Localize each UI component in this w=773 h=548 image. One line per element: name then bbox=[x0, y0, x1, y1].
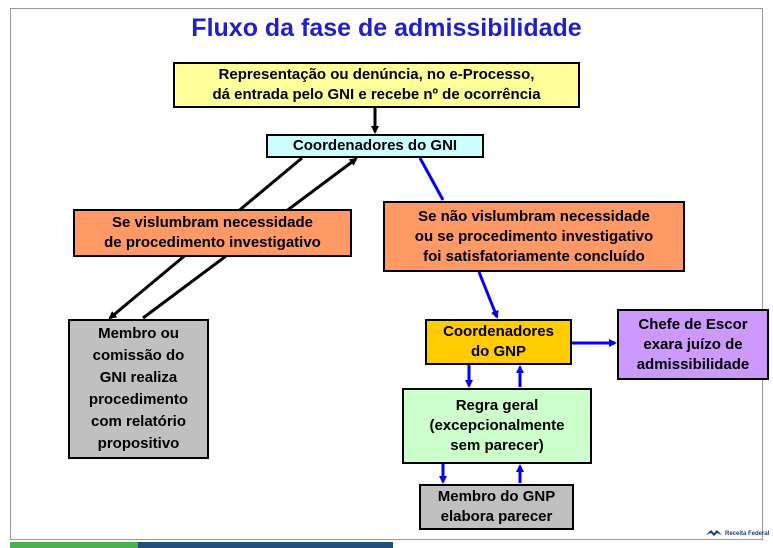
arrow-nao-vislumbram-to-coord-gnp bbox=[477, 271, 499, 319]
eagle-logo-icon bbox=[706, 530, 722, 536]
box-membro-gni: Membro ou comissão do GNI realiza proced… bbox=[68, 319, 209, 459]
footer-bar-accent bbox=[10, 542, 138, 548]
box-nao-vislumbram: Se não vislumbram necessidade ou se proc… bbox=[383, 201, 685, 272]
receita-federal-logo: Receita Federal bbox=[706, 529, 769, 538]
box-coordenadores-gni: Coordenadores do GNI bbox=[266, 134, 484, 158]
footer-bar bbox=[10, 542, 393, 548]
box-coordenadores-gnp: Coordenadores do GNP bbox=[425, 319, 572, 365]
logo-text: Receita Federal bbox=[725, 530, 770, 537]
box-se-vislumbram: Se vislumbram necessidade de procediment… bbox=[73, 209, 352, 257]
box-regra-geral: Regra geral (excepcionalmente sem parece… bbox=[402, 388, 592, 464]
box-representacao: Representação ou denúncia, no e-Processo… bbox=[173, 62, 580, 108]
box-membro-gnp: Membro do GNP elabora parecer bbox=[419, 484, 574, 530]
box-chefe-escor: Chefe de Escor exara juízo de admissibil… bbox=[617, 309, 769, 380]
page-title: Fluxo da fase de admissibilidade bbox=[191, 14, 582, 42]
arrow-coord-gni-to-nao-vislumbram bbox=[418, 157, 445, 201]
